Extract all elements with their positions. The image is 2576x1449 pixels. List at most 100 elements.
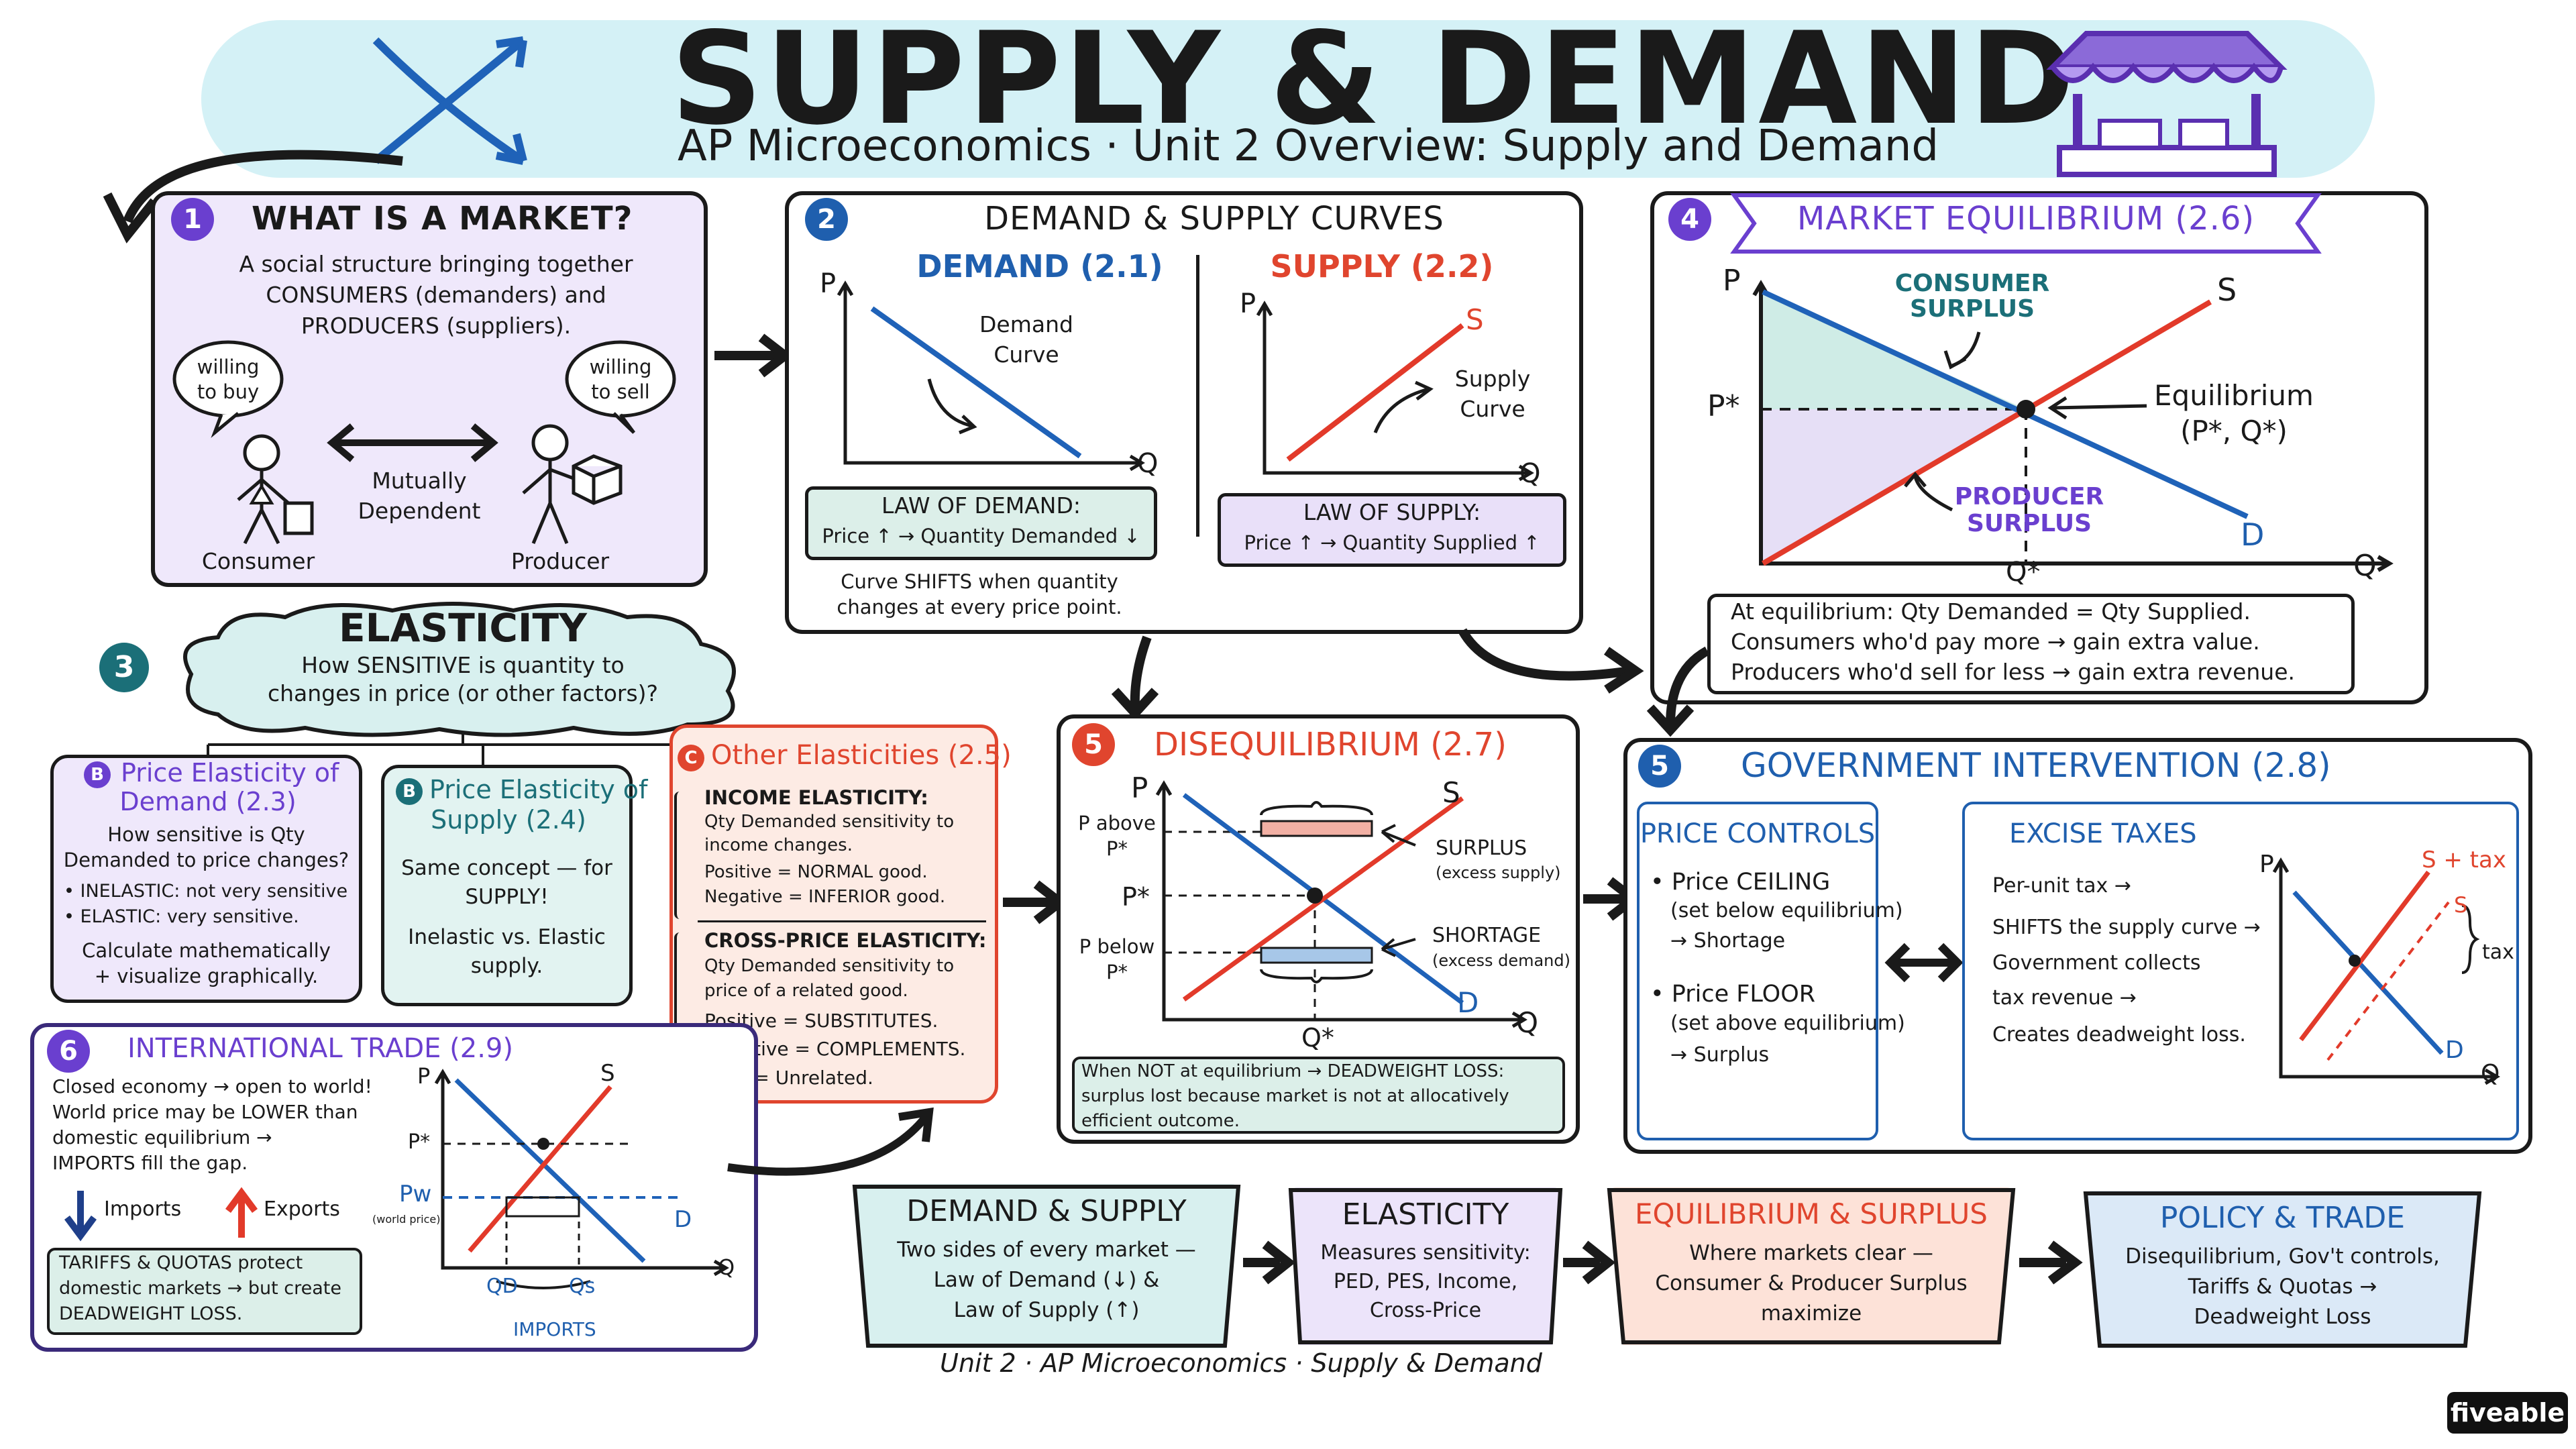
shift-note-1: Curve SHIFTS when quantity bbox=[841, 570, 1118, 593]
income-line-1: Qty Demanded sensitivity to bbox=[704, 812, 955, 832]
income-line-2: income changes. bbox=[704, 835, 853, 855]
arrow-right-icon bbox=[1563, 1240, 1616, 1285]
flow-3-line-2: Consumer & Producer Surplus bbox=[1655, 1271, 1968, 1295]
trade-title: INTERNATIONAL TRADE (2.9) bbox=[127, 1033, 513, 1064]
section-3-badge: 3 bbox=[99, 643, 149, 692]
eq-axis-p: P bbox=[1723, 264, 1741, 298]
cross-line-2: price of a related good. bbox=[704, 981, 908, 1001]
eq-s-label: S bbox=[2217, 272, 2237, 308]
exports-arrow-icon bbox=[225, 1187, 258, 1238]
other-badge: C bbox=[678, 745, 704, 771]
market-stall-icon bbox=[2046, 31, 2288, 177]
trade-line-4: IMPORTS fill the gap. bbox=[52, 1152, 248, 1174]
pes-same-2: SUPPLY! bbox=[465, 885, 549, 909]
flow-title-1: DEMAND & SUPPLY bbox=[906, 1194, 1187, 1228]
bubble-right-1: willing bbox=[589, 356, 652, 378]
producer-surplus-1: PRODUCER bbox=[1954, 483, 2104, 511]
tariff-box bbox=[47, 1248, 362, 1335]
flow-4-line-3: Deadweight Loss bbox=[2194, 1305, 2371, 1329]
arrow-down-left-icon bbox=[1646, 646, 1710, 737]
flow-4-line-2: Tariffs & Quotas → bbox=[2188, 1275, 2377, 1299]
double-arrow-icon bbox=[1884, 943, 1964, 983]
flow-2-line-3: Cross-Price bbox=[1369, 1299, 1482, 1322]
demand-mini-chart bbox=[837, 280, 1145, 472]
arrow-curve-right-icon bbox=[1458, 628, 1644, 694]
supply-curve-label-2: Curve bbox=[1460, 396, 1525, 422]
floor-3: → Surplus bbox=[1670, 1043, 1770, 1067]
flow-box-demand-supply bbox=[852, 1184, 1241, 1348]
supply-axis-p: P bbox=[1240, 288, 1256, 319]
brand-name: fiveable bbox=[2450, 1398, 2565, 1428]
law-of-supply-box bbox=[1218, 493, 1566, 567]
floor-1: • Price FLOOR bbox=[1650, 981, 1816, 1008]
trade-line-3: domestic equilibrium → bbox=[52, 1126, 272, 1148]
price-controls-title: PRICE CONTROLS bbox=[1640, 818, 1876, 849]
arrow-curve-up-icon bbox=[727, 1107, 934, 1176]
excise-axis-p: P bbox=[2259, 851, 2274, 878]
demand-axis-q: Q bbox=[1137, 448, 1159, 479]
eq-axis-q: Q bbox=[2353, 549, 2377, 583]
eq-label-2: (P*, Q*) bbox=[2180, 415, 2288, 447]
trade-pw-sub: (world price) bbox=[372, 1213, 441, 1226]
diseq-pstar: P* bbox=[1122, 882, 1150, 912]
section-1-badge: 1 bbox=[171, 198, 214, 241]
flow-outline-3 bbox=[1607, 1188, 2016, 1344]
bubble-right-2: to sell bbox=[591, 380, 650, 403]
excise-title: EXCISE TAXES bbox=[2009, 818, 2197, 849]
diseq-d: D bbox=[1457, 986, 1479, 1019]
market-desc-1: A social structure bringing together bbox=[239, 251, 633, 277]
elasticity-q-2: changes in price (or other factors)? bbox=[267, 680, 659, 706]
trade-pstar: P* bbox=[408, 1130, 431, 1154]
supply-axis-q: Q bbox=[1519, 458, 1541, 489]
pes-badge: B bbox=[396, 778, 423, 805]
law-demand-body: Price ↑ → Quantity Demanded ↓ bbox=[822, 525, 1140, 547]
imports-arrow-icon bbox=[64, 1191, 97, 1242]
ped-elastic: • ELASTIC: very sensitive. bbox=[64, 906, 299, 927]
p-above-1: P above bbox=[1078, 812, 1156, 835]
excise-4: tax revenue → bbox=[1992, 986, 2137, 1010]
flow-1-line-1: Two sides of every market — bbox=[897, 1238, 1196, 1262]
diseq-s: S bbox=[1442, 776, 1460, 809]
diseq-note-2: surplus lost because market is not at al… bbox=[1081, 1086, 1509, 1106]
law-demand-title: LAW OF DEMAND: bbox=[881, 492, 1081, 519]
excise-5: Creates deadweight loss. bbox=[1992, 1023, 2246, 1046]
law-supply-body: Price ↑ → Quantity Supplied ↑ bbox=[1244, 531, 1540, 554]
consumer-label: Consumer bbox=[201, 548, 315, 574]
tariff-2: domestic markets → but create bbox=[59, 1278, 341, 1299]
law-supply-title: LAW OF SUPPLY: bbox=[1303, 499, 1481, 525]
equilibrium-chart bbox=[1752, 280, 2394, 572]
trade-axis-q: Q bbox=[718, 1254, 735, 1280]
ped-q-2: Demanded to price changes? bbox=[63, 849, 350, 871]
other-divider bbox=[698, 920, 986, 922]
surplus-sub: (excess supply) bbox=[1436, 863, 1561, 882]
excise-d: D bbox=[2445, 1036, 2464, 1064]
equilibrium-ribbon bbox=[1730, 193, 2322, 254]
elasticity-q-1: How SENSITIVE is quantity to bbox=[301, 652, 625, 678]
cross-title: CROSS-PRICE ELASTICITY: bbox=[704, 929, 987, 952]
pes-title-1: Price Elasticity of bbox=[429, 775, 648, 804]
supply-s-label: S bbox=[1466, 303, 1484, 336]
brand-logo[interactable]: fiveable bbox=[2447, 1392, 2568, 1434]
equilibrium-note-box bbox=[1707, 594, 2355, 694]
excise-1: Per-unit tax → bbox=[1992, 874, 2131, 898]
arrow-right-icon bbox=[714, 333, 793, 378]
section-gov-badge: 5 bbox=[1638, 745, 1681, 788]
shortage-sub: (excess demand) bbox=[1432, 951, 1570, 970]
diseq-axis-q: Q bbox=[1516, 1006, 1539, 1039]
producer-label: Producer bbox=[511, 548, 610, 574]
market-desc-2: CONSUMERS (demanders) and bbox=[266, 282, 606, 308]
market-title: WHAT IS A MARKET? bbox=[252, 200, 633, 237]
curves-title: DEMAND & SUPPLY CURVES bbox=[984, 200, 1444, 237]
pes-box bbox=[381, 765, 633, 1006]
arrow-right-icon bbox=[2019, 1240, 2083, 1285]
market-illustration bbox=[172, 340, 676, 545]
cross-line-1: Qty Demanded sensitivity to bbox=[704, 956, 955, 976]
pes-ie-2: supply. bbox=[470, 954, 543, 978]
ped-title-2: Demand (2.3) bbox=[119, 787, 297, 816]
market-desc-3: PRODUCERS (suppliers). bbox=[301, 313, 572, 339]
flow-3-line-3: maximize bbox=[1760, 1301, 1862, 1326]
ped-title-1: Price Elasticity of bbox=[121, 758, 339, 788]
arrow-down-icon bbox=[1111, 635, 1159, 720]
demand-title: DEMAND (2.1) bbox=[916, 248, 1163, 284]
eq-note-2: Consumers who'd pay more → gain extra va… bbox=[1731, 629, 2260, 655]
